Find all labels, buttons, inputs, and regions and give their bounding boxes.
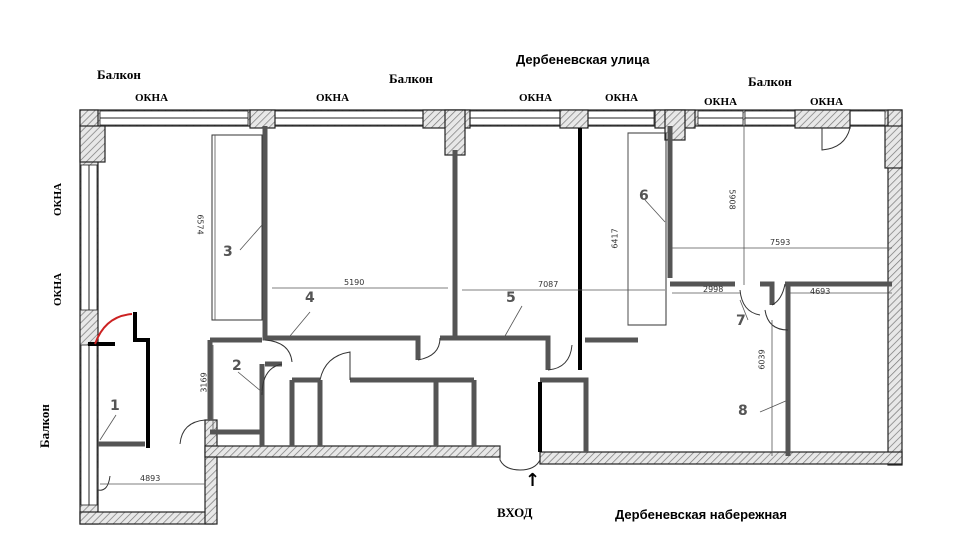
dim-4893: 4893 xyxy=(140,474,161,483)
dim-5190: 5190 xyxy=(344,278,365,287)
room-number-7: 7 xyxy=(736,313,746,329)
room-number-8: 8 xyxy=(738,403,748,419)
entrance-label: ВХОД xyxy=(497,505,533,520)
highlighted-wall-1 xyxy=(133,312,150,448)
street-top-label: Дербеневская улица xyxy=(516,52,650,67)
balcony-label-3: Балкон xyxy=(748,74,792,89)
door-11 xyxy=(97,468,111,491)
windows-label-left-2: ОКНА xyxy=(52,272,64,306)
cabinet-room-3 xyxy=(211,134,263,321)
dim-6574: 6574 xyxy=(195,214,205,235)
street-bottom-label: Дербеневская набережная xyxy=(615,507,787,522)
room-number-4: 4 xyxy=(305,290,315,306)
outer-wall-right xyxy=(887,109,903,466)
dim-7087: 7087 xyxy=(538,280,559,289)
door-8 xyxy=(771,283,786,306)
dim-6417: 6417 xyxy=(610,228,620,249)
dim-2998: 2998 xyxy=(703,285,724,294)
room-number-3: 3 xyxy=(223,244,233,260)
door-10 xyxy=(821,127,851,151)
dim-3169: 3169 xyxy=(199,372,209,393)
room-number-5: 5 xyxy=(506,290,516,306)
door-1 xyxy=(179,419,206,445)
door-2 xyxy=(264,339,293,363)
windows-label-5: ОКНА xyxy=(704,96,738,108)
door-5 xyxy=(417,337,441,361)
balcony-label-left: Балкон xyxy=(37,404,52,448)
pillar-left-top xyxy=(79,125,106,163)
pillar-8 xyxy=(884,125,903,169)
balcony-label-2: Балкон xyxy=(389,71,433,86)
windows-label-2: ОКНА xyxy=(316,92,350,104)
entrance-arrow-icon: ↑ xyxy=(525,470,541,491)
dim-6039: 6039 xyxy=(757,349,767,370)
dim-7593: 7593 xyxy=(770,238,791,247)
partition-room-4 xyxy=(262,126,421,360)
dim-5908: 5908 xyxy=(727,189,737,210)
windows-label-4: ОКНА xyxy=(605,92,639,104)
windows-label-6: ОКНА xyxy=(810,96,844,108)
door-6 xyxy=(547,344,573,371)
door-4 xyxy=(319,351,351,381)
dim-4693: 4693 xyxy=(810,287,831,296)
door-3 xyxy=(261,363,283,396)
balcony-label-1: Балкон xyxy=(97,67,141,82)
room-number-1: 1 xyxy=(110,398,120,414)
door-7 xyxy=(739,289,761,316)
door-arc-red xyxy=(94,313,133,345)
room-number-2: 2 xyxy=(232,358,242,374)
outer-wall-bottom-right xyxy=(539,451,903,465)
pillar-4 xyxy=(559,109,589,129)
room-number-6: 6 xyxy=(639,188,649,204)
windows-label-1: ОКНА xyxy=(135,92,169,104)
partition-4-5 xyxy=(452,150,551,370)
windows-label-3: ОКНА xyxy=(519,92,553,104)
entrance-door xyxy=(499,446,541,471)
windows-label-left-1: ОКНА xyxy=(52,182,64,216)
